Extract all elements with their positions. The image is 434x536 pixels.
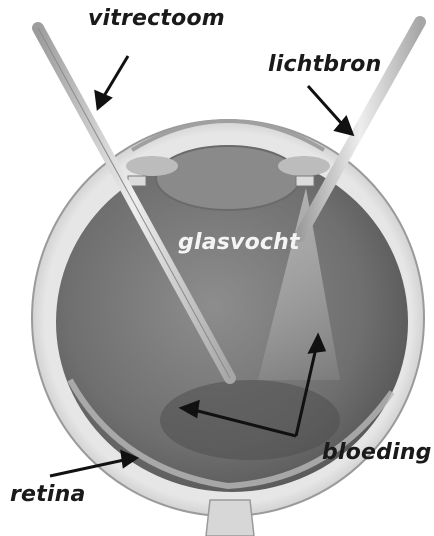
port-right bbox=[296, 176, 314, 186]
label-vitrectoom: vitrectoom bbox=[88, 6, 225, 31]
optic-nerve bbox=[206, 500, 254, 536]
lens bbox=[156, 146, 300, 210]
arrow-lichtbron bbox=[308, 86, 352, 134]
iris-right bbox=[278, 156, 330, 176]
label-glasvocht: glasvocht bbox=[178, 230, 300, 255]
iris-left bbox=[126, 156, 178, 176]
label-retina: retina bbox=[10, 482, 86, 507]
port-left bbox=[128, 176, 146, 186]
arrow-vitrectoom bbox=[96, 56, 128, 108]
hemorrhage-area bbox=[160, 380, 340, 460]
label-bloeding: bloeding bbox=[322, 440, 432, 465]
label-lichtbron: lichtbron bbox=[268, 52, 381, 77]
